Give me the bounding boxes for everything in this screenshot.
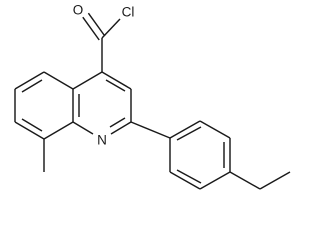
chlorine-atom-label: Cl: [122, 5, 135, 20]
bond-c8-c8a: [43, 121, 74, 140]
bond-c4a-c5: [43, 71, 74, 90]
bond-c7-c8-inner: [21, 118, 43, 132]
bond-c7-c8: [14, 121, 45, 140]
oxygen-atom-label: O: [73, 3, 84, 18]
bond-n1-c8a: [72, 121, 94, 135]
bond-c4-c3: [101, 71, 132, 90]
bond-ph1-ph2-inner: [176, 126, 202, 141]
bond-ph5-ph6-inner: [176, 169, 202, 184]
bond-c4-c3-inner: [105, 79, 126, 92]
bonds: [14, 12, 291, 190]
bond-c5-c6: [14, 71, 45, 90]
atom-labels: O Cl N: [73, 3, 135, 148]
chemical-structure-diagram: O Cl N: [14, 2, 291, 190]
bond-c2-n1-inner: [109, 117, 126, 128]
bond-ph4-ethyl: [229, 171, 261, 190]
bond-ethyl-methyl: [259, 171, 291, 190]
bond-c-cl: [101, 18, 121, 39]
bond-ph4-ph5: [199, 171, 231, 190]
nitrogen-atom-label: N: [97, 133, 107, 148]
bond-ph2-ph3: [199, 120, 231, 139]
bond-carbonyl-double-a: [82, 16, 100, 41]
bond-c4-c4a: [72, 71, 103, 90]
bond-c2-n1: [110, 121, 132, 135]
bond-c2-phenyl: [130, 121, 171, 139]
bond-carbonyl-double-b: [87, 12, 106, 37]
bond-ph5-ph6: [169, 171, 201, 190]
bond-ph1-ph2: [169, 120, 201, 139]
bond-c5-c6-inner: [21, 79, 43, 93]
